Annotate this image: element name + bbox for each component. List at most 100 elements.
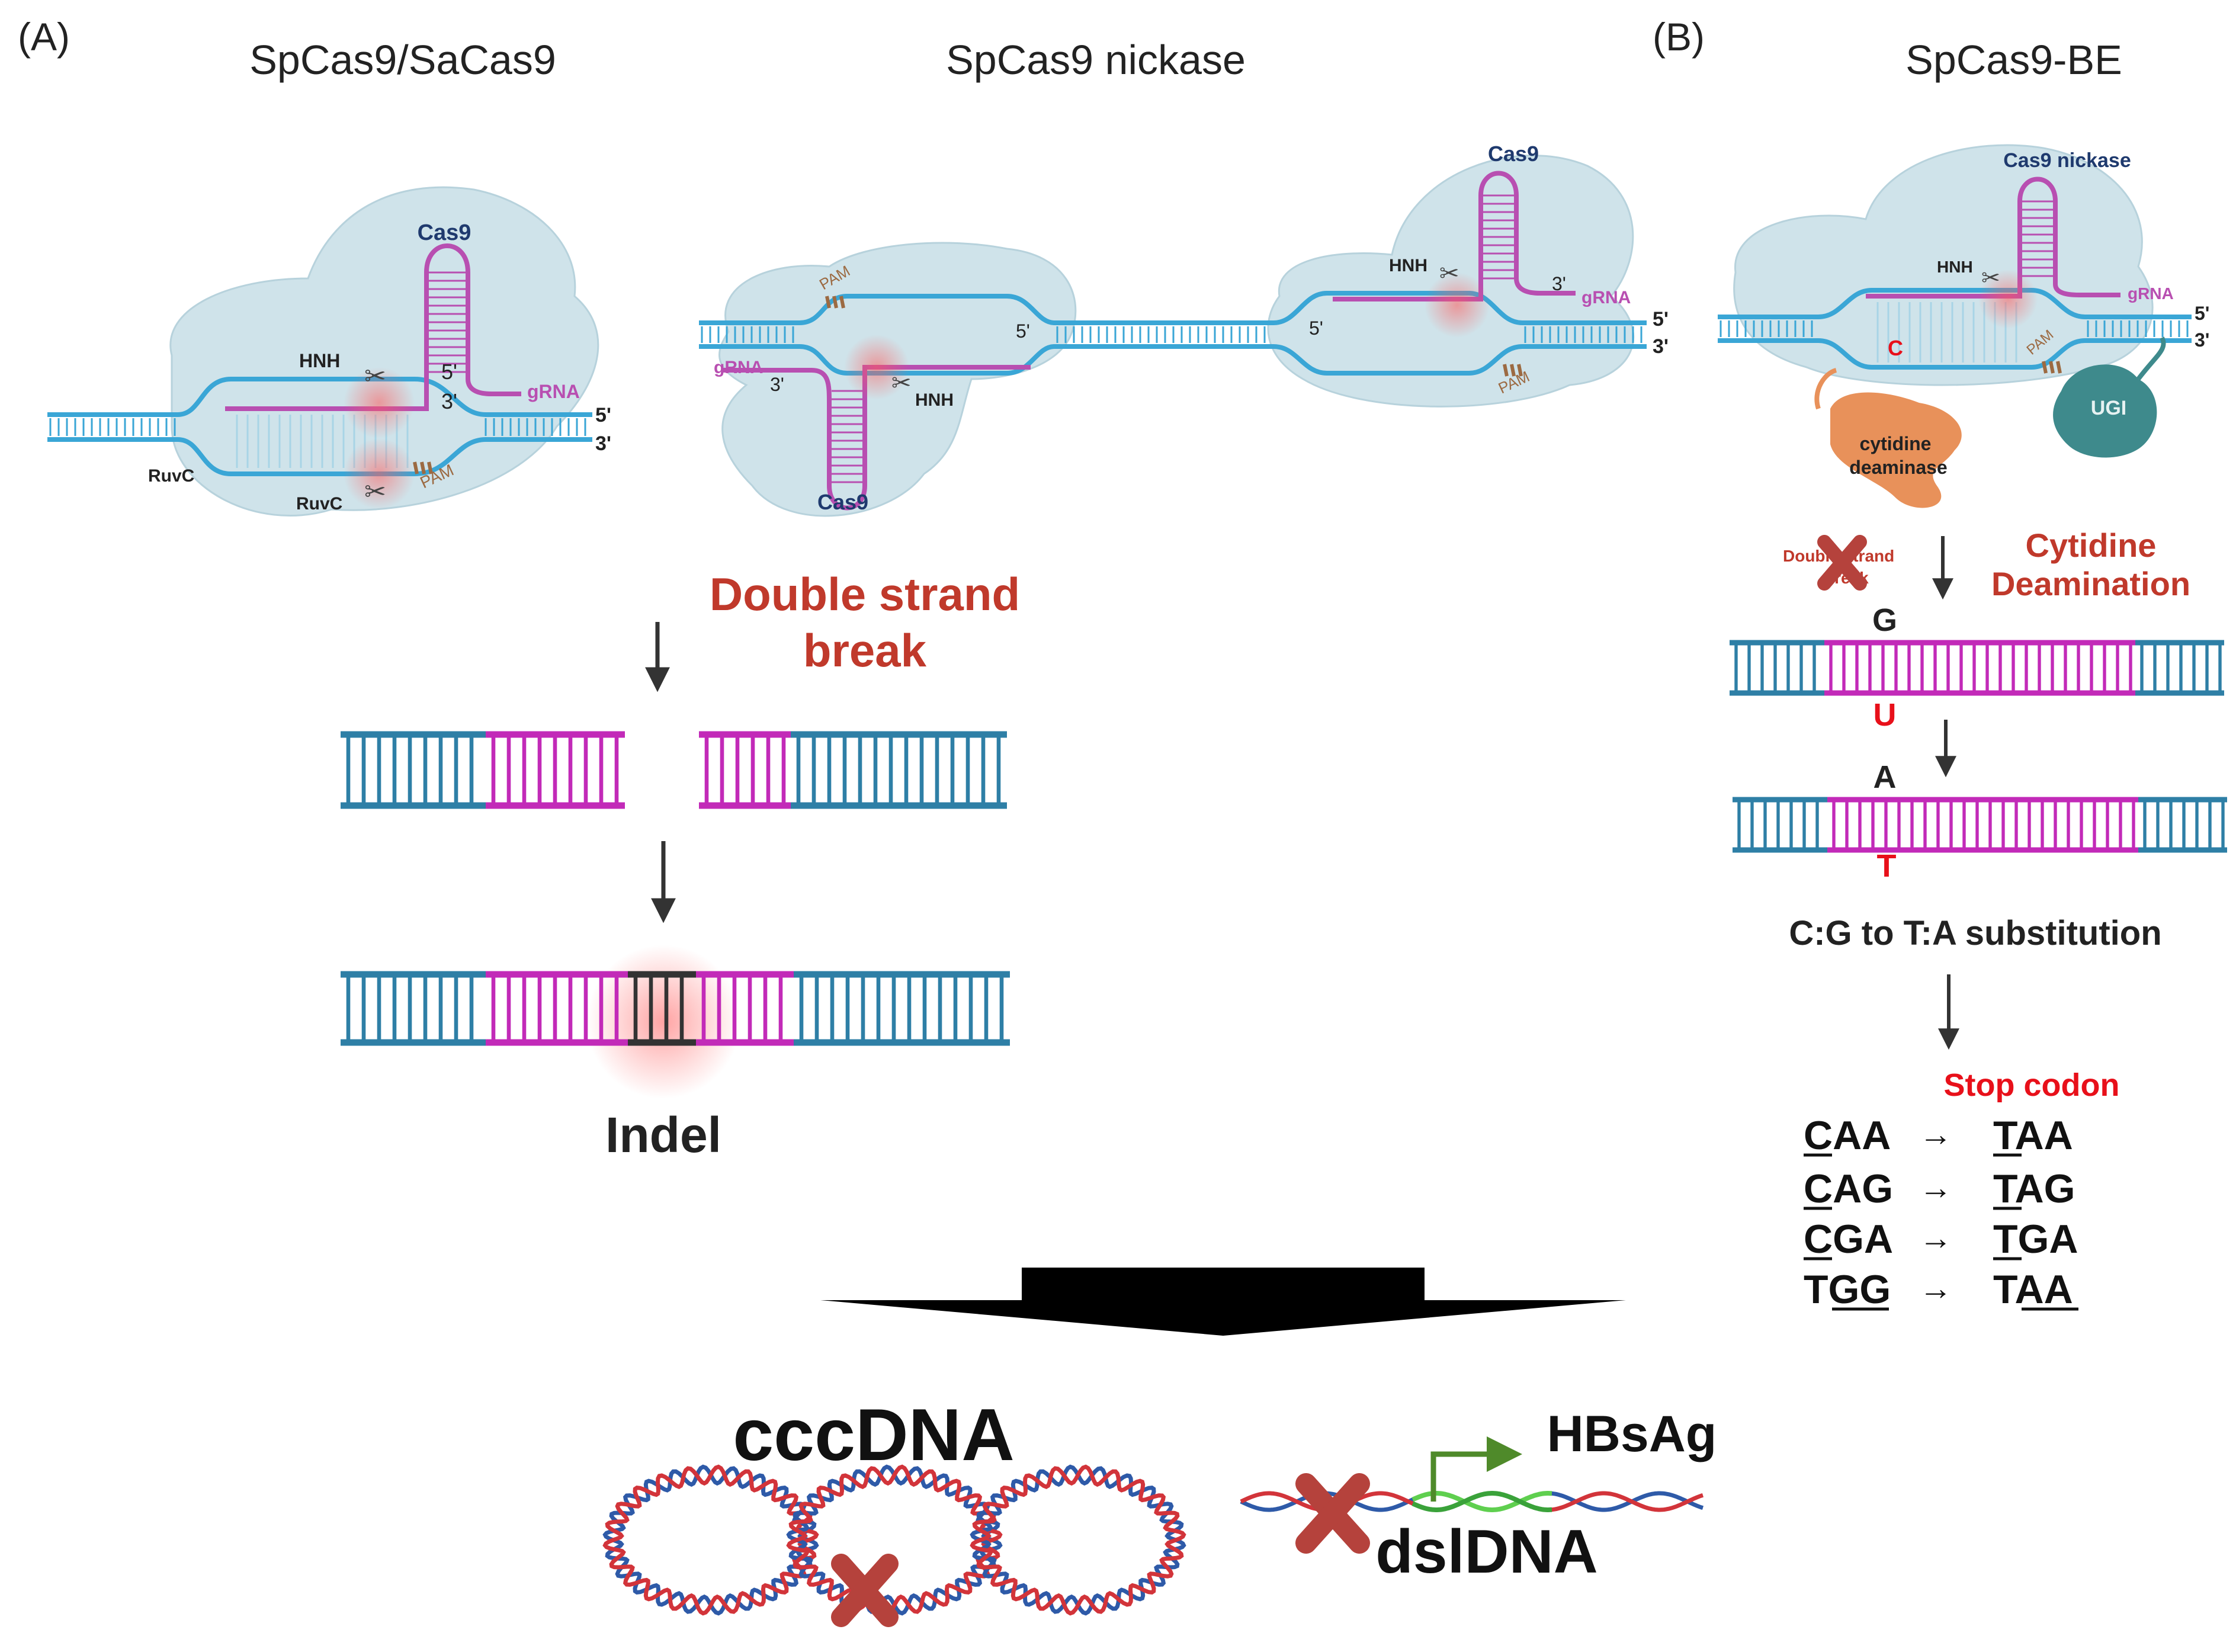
cccdna-strand bbox=[602, 1464, 819, 1616]
cut-glow-hnh bbox=[344, 367, 415, 438]
grna-strand bbox=[225, 243, 521, 411]
be-base-pairs bbox=[1719, 302, 2189, 363]
nick-pam-marks bbox=[825, 296, 1523, 377]
a-base: A bbox=[1874, 759, 1897, 795]
codon-from: CAA bbox=[1804, 1113, 1891, 1158]
ruvc-label-2: RuvC bbox=[296, 494, 342, 514]
dna-bottom-strand bbox=[47, 437, 592, 476]
nick-3prime-left: 3' bbox=[770, 374, 784, 395]
hbsag-label: HBsAg bbox=[1547, 1406, 1717, 1462]
nickase-complex: PAM PAM gRNA 3' 5' HNH Cas9 ✂ HNH ✂ 3' g… bbox=[699, 142, 1669, 517]
hnh-label-left: HNH bbox=[299, 350, 340, 371]
cytidine-label-1: Cytidine bbox=[2026, 527, 2157, 564]
promoter-arrowhead bbox=[1487, 1436, 1522, 1472]
codon-arrow-icon: → bbox=[1919, 1269, 1952, 1307]
cccdna-x-icon bbox=[831, 1554, 899, 1627]
be-grna-label: gRNA bbox=[2128, 284, 2174, 303]
codon-to: TGA bbox=[1993, 1217, 2078, 1262]
big-down-arrow bbox=[820, 1268, 1626, 1336]
panel-a-label: (A) bbox=[18, 15, 70, 59]
no-dsb-x-icon bbox=[1817, 535, 1867, 591]
nick-three-prime-end: 3' bbox=[1653, 335, 1669, 358]
panel-b-label: (B) bbox=[1653, 15, 1705, 59]
nick-grna-label-right: gRNA bbox=[1581, 288, 1631, 307]
codon-from: CAG bbox=[1804, 1166, 1893, 1211]
scissors-icon-ruvc: ✂ bbox=[364, 477, 386, 506]
ugi-blob bbox=[2053, 364, 2157, 458]
cytidine-deaminase-blob bbox=[1830, 392, 1962, 508]
dsldna-label: dslDNA bbox=[1375, 1518, 1598, 1586]
grna-3prime: 3' bbox=[441, 389, 457, 413]
grna-hairpin bbox=[429, 271, 466, 373]
pam-marks bbox=[413, 461, 433, 474]
cut-glow-ruvc bbox=[344, 438, 415, 509]
nick-five-prime-end: 5' bbox=[1653, 308, 1669, 331]
nick-grna-label-left: gRNA bbox=[714, 358, 763, 377]
cccdna-circles bbox=[602, 1464, 1186, 1616]
scissors-icon-nick-left: ✂ bbox=[891, 370, 912, 396]
ugi-label: UGI bbox=[2091, 397, 2126, 419]
be-cas9-blob bbox=[1733, 144, 2154, 386]
nick-cas9-label-left: Cas9 bbox=[817, 490, 868, 514]
cas9-protein-blob bbox=[169, 186, 599, 517]
stop-codon-label: Stop codon bbox=[1944, 1067, 2120, 1103]
dna-top-strand bbox=[47, 377, 592, 417]
edited-dna-gu bbox=[1730, 640, 2224, 696]
codon-to: TAG bbox=[1993, 1166, 2075, 1211]
cytidine-label-2: Deamination bbox=[1991, 565, 2190, 602]
nick-glow-left bbox=[844, 335, 909, 400]
be-c-base: C bbox=[1888, 336, 1903, 360]
scissors-icon-nick-right: ✂ bbox=[1439, 261, 1459, 287]
hbsag-gene-strand bbox=[1411, 1491, 1552, 1512]
codon-arrow-icon: → bbox=[1919, 1169, 1952, 1206]
deaminase-label-2: deaminase bbox=[1849, 457, 1947, 478]
nick-grna-hairpin-right bbox=[1483, 194, 1514, 280]
cccdna-strand bbox=[970, 1464, 1186, 1616]
scissors-icon-be: ✂ bbox=[1981, 266, 2000, 291]
title-spcas9-nickase: SpCas9 nickase bbox=[946, 37, 1246, 83]
cut-dna bbox=[341, 731, 1007, 809]
grna-5prime: 5' bbox=[441, 360, 457, 384]
g-base: G bbox=[1872, 602, 1897, 638]
be-dna-top bbox=[1718, 288, 2192, 319]
nick-glow-right bbox=[1425, 272, 1490, 338]
be-grna bbox=[1866, 177, 2120, 299]
deaminase-label-1: cytidine bbox=[1860, 433, 1932, 454]
dna-base-pairs-mid bbox=[701, 326, 1642, 343]
cccdna-strand bbox=[786, 1464, 1003, 1616]
codon-to: TAA bbox=[1993, 1267, 2073, 1312]
title-spcas9-sacas9: SpCas9/SaCas9 bbox=[249, 37, 556, 83]
t-base: T bbox=[1877, 848, 1897, 884]
be-nick-glow bbox=[1978, 270, 2038, 329]
nick-5prime-left: 5' bbox=[1016, 320, 1030, 342]
indel-label: Indel bbox=[605, 1107, 721, 1163]
title-spcas9-be: SpCas9-BE bbox=[1905, 37, 2122, 83]
nick-hnh-label-right: HNH bbox=[1389, 256, 1427, 275]
dsb-label-line1: Double strand bbox=[710, 568, 1020, 620]
deaminase-linker bbox=[1814, 368, 1837, 410]
cas9-label-left: Cas9 bbox=[418, 220, 471, 245]
nick-grna-right bbox=[1333, 171, 1576, 301]
be-hnh-label: HNH bbox=[1937, 258, 1973, 276]
scissors-icon-hnh: ✂ bbox=[364, 362, 386, 391]
ugi-linker bbox=[2136, 336, 2166, 381]
codon-from: CGA bbox=[1804, 1217, 1893, 1262]
ruvc-label-1: RuvC bbox=[148, 466, 194, 486]
cas9-complex-left: 5' 3' Cas9 HNH RuvC RuvC gRNA PAM 5' 3' … bbox=[47, 186, 611, 517]
be-cas9-nickase-label: Cas9 nickase bbox=[2003, 149, 2131, 172]
dsb-label-line2: break bbox=[803, 624, 927, 676]
nick-3prime-right: 3' bbox=[1552, 273, 1566, 294]
u-base: U bbox=[1874, 697, 1897, 733]
codon-arrow-icon: → bbox=[1919, 1219, 1952, 1256]
codon-to: TAA bbox=[1993, 1113, 2073, 1158]
nick-grna-left bbox=[723, 365, 1031, 511]
base-editor-complex: PAM Cas9 nickase HNH ✂ gRNA 5' 3' C cyti… bbox=[1718, 144, 2209, 508]
be-five-prime: 5' bbox=[2195, 303, 2209, 324]
substitution-label: C:G to T:A substitution bbox=[1789, 914, 2161, 952]
promoter-arrow bbox=[1430, 1451, 1493, 1502]
be-three-prime: 3' bbox=[2195, 329, 2209, 351]
edited-dna-at bbox=[1733, 797, 2227, 853]
